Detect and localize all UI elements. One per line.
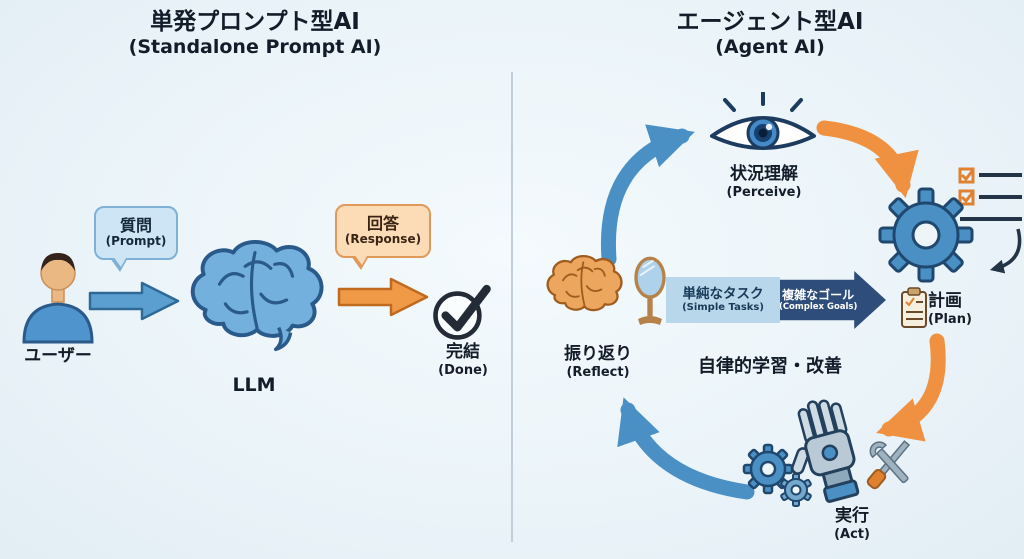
gear-checklist-icon (878, 167, 1022, 283)
left-title: 単発プロンプト型AI (Standalone Prompt AI) (55, 8, 455, 59)
banner-complex-en: (Complex Goals) (778, 302, 858, 313)
response-bubble-jp: 回答 (366, 213, 399, 233)
banner-simple-tasks: 単純なタスク (Simple Tasks) (666, 277, 780, 323)
plan-label-jp: 計画 (928, 291, 962, 311)
done-label-jp: 完結 (446, 342, 480, 362)
prompt-bubble: 質問 (Prompt) (94, 206, 178, 272)
banner-complex-jp: 複雑なゴール (782, 287, 855, 302)
brain-icon (190, 239, 324, 352)
center-caption-text: 自律的学習・改善 (698, 356, 842, 377)
arrow-act-to-reflect (617, 397, 755, 500)
response-bubble-en: (Response) (344, 232, 422, 247)
center-caption: 自律的学習・改善 (652, 352, 888, 378)
prompt-arrow-icon (88, 281, 180, 321)
panel-divider (511, 72, 513, 542)
eye-icon (710, 92, 816, 150)
right-title-en: (Agent AI) (715, 36, 825, 59)
checkmark-circle-icon (433, 284, 491, 340)
right-title-jp: エージェント型AI (676, 9, 864, 35)
reflect-label-jp: 振り返り (564, 344, 632, 364)
person-icon (22, 253, 94, 344)
perceive-label: 状況理解 (Perceive) (702, 164, 826, 202)
response-bubble: 回答 (Response) (335, 204, 431, 270)
perceive-label-jp: 状況理解 (730, 164, 798, 184)
banner-simple-jp: 単純なタスク (682, 285, 764, 302)
plan-label: 計画 (Plan) (928, 291, 998, 329)
act-label: 実行 (Act) (808, 506, 896, 544)
user-label: ユーザー (6, 346, 110, 367)
brain-mirror-icon (546, 255, 666, 325)
act-label-jp: 実行 (835, 506, 869, 526)
llm-label: LLM (202, 374, 306, 396)
prompt-bubble-jp: 質問 (119, 215, 152, 235)
done-label: 完結 (Done) (424, 342, 502, 380)
act-label-en: (Act) (834, 527, 870, 543)
right-title: エージェント型AI (Agent AI) (570, 8, 970, 59)
llm-label-text: LLM (232, 374, 276, 396)
reflect-label: 振り返り (Reflect) (540, 344, 656, 382)
prompt-bubble-en: (Prompt) (105, 234, 167, 249)
done-label-en: (Done) (438, 363, 488, 379)
reflect-label-en: (Reflect) (566, 365, 630, 381)
response-arrow-icon (337, 277, 429, 317)
clipboard-icon (901, 287, 927, 328)
plan-label-en: (Plan) (928, 312, 972, 328)
left-title-en: (Standalone Prompt AI) (128, 36, 382, 59)
perceive-label-en: (Perceive) (726, 185, 802, 201)
banner-complex-text: 複雑なゴール (Complex Goals) (778, 287, 858, 313)
banner-simple-en: (Simple Tasks) (682, 302, 764, 314)
left-title-jp: 単発プロンプト型AI (150, 9, 360, 35)
user-label-text: ユーザー (24, 346, 92, 366)
robot-hand-tools-icon (742, 399, 911, 507)
banner-complex-goals: 複雑なゴール (Complex Goals) (780, 271, 886, 329)
arrow-reflect-to-perceive (600, 124, 695, 267)
